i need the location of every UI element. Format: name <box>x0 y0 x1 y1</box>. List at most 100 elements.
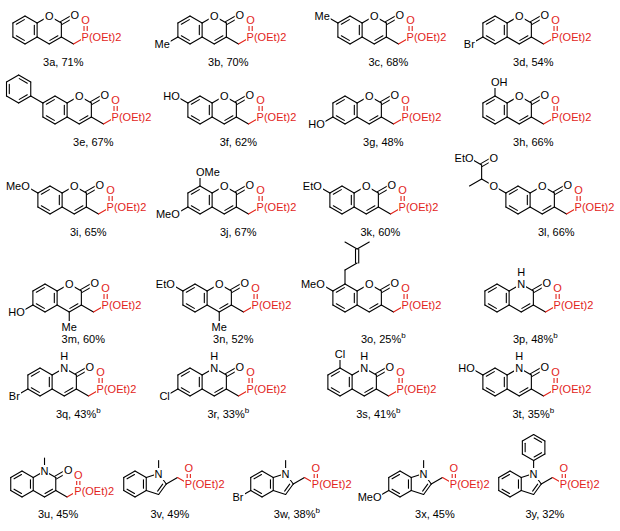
compound-yield: 3a, 71% <box>43 56 83 68</box>
atom-label: Me <box>314 10 331 22</box>
bond-line <box>519 117 531 124</box>
bond-line <box>341 36 349 41</box>
atom-label: N <box>40 465 50 477</box>
bond-line <box>337 23 338 37</box>
atom-label: H <box>516 266 526 278</box>
atom-label: O <box>89 277 100 289</box>
atom-label: P(OEt)2 <box>551 111 593 123</box>
atom-label: O <box>110 94 121 106</box>
bond-line <box>45 491 56 498</box>
bond-line <box>181 372 189 377</box>
bond-line <box>178 389 190 396</box>
bond-line <box>195 284 207 291</box>
bond-line <box>331 372 339 377</box>
bond-line <box>400 471 411 478</box>
bond-line <box>342 186 354 193</box>
bond-line <box>498 478 499 491</box>
atom-label: O <box>369 10 380 22</box>
atom-label: HO <box>307 118 326 130</box>
bond-line <box>488 288 496 293</box>
bond-line <box>146 491 158 495</box>
bond-line <box>81 305 93 312</box>
bond-line <box>220 304 228 309</box>
bond-line <box>146 478 147 491</box>
atom-label: O <box>64 278 75 290</box>
compound-label: 3w, 38%b <box>274 507 320 521</box>
bond-line <box>518 480 519 489</box>
atom-label: P(OEt)2 <box>184 478 226 490</box>
bond-line <box>408 480 409 489</box>
compound-yield: 3q, 43% <box>56 408 96 420</box>
bond-line <box>270 480 271 489</box>
bond-line <box>502 489 509 493</box>
bond-line <box>31 372 39 377</box>
bond-line <box>362 37 374 44</box>
bond-line <box>349 377 350 386</box>
bond-line <box>9 84 10 93</box>
bond-line <box>531 103 532 117</box>
bond-line <box>191 100 199 105</box>
atom-label: O <box>405 14 416 26</box>
atom-label: P(OEt)2 <box>101 299 143 311</box>
atom-label: HO <box>7 306 26 318</box>
bond-line <box>86 207 98 214</box>
compound-yield: 3o, 25% <box>361 333 401 345</box>
atom-label: O <box>69 180 80 192</box>
bond-line <box>231 305 243 312</box>
atom-label: O <box>63 464 74 476</box>
bond-line <box>333 117 345 124</box>
bond-line <box>518 207 530 214</box>
bond-line <box>224 117 236 124</box>
atom-label: HO <box>457 362 476 374</box>
bond-line <box>544 441 545 454</box>
bond-line <box>190 16 202 23</box>
bond-line <box>50 36 58 41</box>
bond-line <box>49 377 50 386</box>
bond-line <box>91 103 92 117</box>
atom-label: O <box>239 277 250 289</box>
bond-line <box>484 291 485 305</box>
bond-line <box>22 491 33 498</box>
bond-line <box>25 16 37 23</box>
bond-line <box>45 284 57 291</box>
bond-line <box>182 291 183 305</box>
bond-line <box>124 491 135 498</box>
bond-line <box>38 186 50 193</box>
atom-label: O <box>384 361 395 373</box>
bond-line <box>158 484 163 491</box>
compound-label: 3x, 45% <box>415 507 455 521</box>
bond-line <box>37 23 38 37</box>
footnote-mark: b <box>396 406 400 415</box>
bond-line <box>76 389 88 396</box>
atom-label: O <box>69 9 80 21</box>
atom-label: P(OEt)2 <box>111 111 153 123</box>
compound-yield: 3y, 32% <box>525 508 564 520</box>
bond-line <box>33 305 45 312</box>
atom-label: HO <box>162 90 181 102</box>
bond-line <box>177 23 178 37</box>
atom-label: Me <box>61 321 78 333</box>
bond-line <box>32 291 33 305</box>
bond-line <box>190 389 202 396</box>
bond-line <box>357 305 369 312</box>
bond-line <box>254 475 261 479</box>
bond-line <box>495 37 507 44</box>
bond-line <box>200 207 212 214</box>
compound-label: 3u, 45% <box>38 507 78 521</box>
bond-line <box>336 304 344 309</box>
bond-line <box>519 37 531 44</box>
bond-line <box>28 368 40 375</box>
bond-line <box>381 103 382 117</box>
bond-line <box>178 368 190 375</box>
bond-line <box>49 37 61 44</box>
bond-line <box>525 443 526 452</box>
bond-line <box>519 389 531 396</box>
bond-line <box>328 368 340 375</box>
compound-label: 3i, 65% <box>70 225 107 239</box>
bond-line <box>518 186 530 193</box>
bond-line <box>80 116 88 121</box>
bond-line <box>204 293 205 302</box>
bond-line <box>91 117 103 124</box>
atom-label: OH <box>490 76 509 88</box>
